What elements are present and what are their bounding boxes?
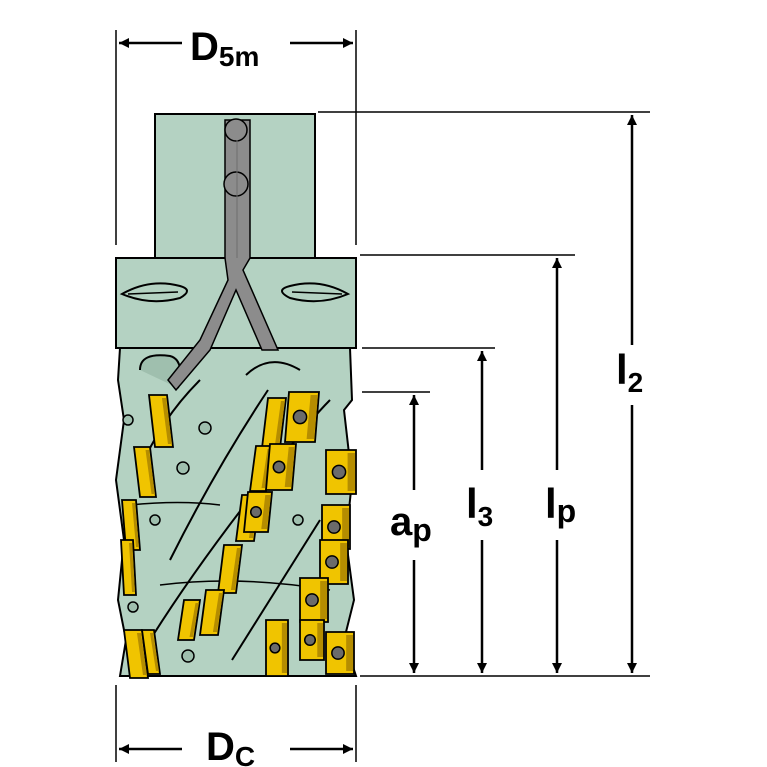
insert-screw — [325, 555, 339, 569]
label-lp: lp — [545, 480, 576, 529]
insert-shade — [212, 593, 223, 632]
insert-shade — [129, 543, 135, 592]
insert-screw — [303, 633, 317, 647]
insert-shade — [145, 450, 155, 494]
insert-shade — [347, 453, 355, 491]
indexable-inserts — [120, 391, 357, 679]
label-dc: DC — [206, 725, 255, 767]
helical-flute-5 — [231, 519, 321, 661]
insert-screw — [331, 464, 347, 480]
insert-shade — [274, 401, 285, 445]
insert-shade — [340, 543, 347, 581]
helical-flute-2 — [245, 361, 301, 376]
insert-screw — [272, 460, 286, 474]
insert-screw — [249, 505, 263, 519]
insert-shade — [346, 635, 353, 671]
insert-shade — [230, 548, 241, 590]
coolant-channel — [167, 118, 280, 392]
dimension-labels: D5m DC l2 lp l3 ap — [190, 25, 643, 767]
insert-shade — [320, 581, 327, 619]
label-l3: l3 — [466, 480, 493, 532]
insert-shade — [161, 398, 172, 444]
helical-flute-3 — [169, 389, 269, 561]
label-d5m: D5m — [190, 25, 259, 72]
insert-shade — [281, 623, 287, 673]
insert-shade — [132, 503, 139, 547]
insert-shade — [189, 603, 199, 637]
insert-shade — [136, 633, 147, 675]
insert-shade — [317, 623, 323, 657]
insert-screw — [292, 409, 308, 425]
dimension-lines — [115, 30, 650, 762]
insert-screw — [305, 593, 319, 607]
insert-shade — [306, 395, 318, 439]
insert-screw — [327, 520, 341, 534]
label-ap: ap — [390, 500, 432, 548]
insert-shade — [150, 633, 159, 671]
insert-shade — [284, 447, 295, 487]
insert-shade — [342, 508, 349, 546]
insert-screw — [269, 642, 281, 654]
insert-shade — [261, 495, 271, 529]
label-l2: l2 — [616, 346, 643, 398]
insert-screw — [331, 646, 345, 660]
